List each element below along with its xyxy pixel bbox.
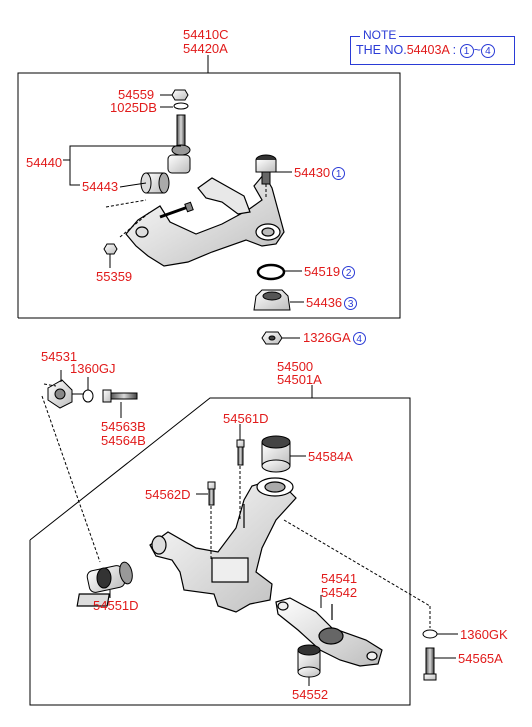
label-54561d: 54561D [223,411,269,426]
label-upper-assembly-top: 54410C [183,27,229,42]
bolt-54563b [102,389,138,403]
note-to-circle: 4 [480,43,495,58]
upper-arm-frame [17,55,401,319]
lower-control-arm [76,477,297,613]
bolt-54562d [196,481,216,560]
label-54562d: 54562D [145,487,191,502]
ref-circle-4: 4 [352,332,366,346]
upper-control-arm [125,172,285,267]
note-sep: : [452,43,457,57]
note-box [350,36,515,65]
note-prefix: THE NO. [356,43,407,57]
label-54542: 54542 [321,585,358,600]
ref-circle-2: 2 [342,266,356,280]
bushing-54443 [140,154,191,194]
label-54541: 54541 [321,571,358,586]
knuckle-54541 [275,597,383,667]
ref-circle-1: 1 [332,167,346,181]
label-55359: 55359 [96,269,133,284]
label-54552: 54552 [292,687,329,702]
label-54563b: 54563B [101,419,146,434]
label-1025db: 1025DB [110,100,157,115]
bolt-54561d [236,424,245,520]
label-upper-assembly-bottom: 54420A [183,41,228,56]
upper-bolt-stack [160,89,191,156]
ball-joint-54430 [255,154,292,198]
note-part: 54403A [406,43,450,57]
dust-cover-54436 [253,289,304,311]
upper-small-bolt [159,201,194,219]
label-54440: 54440 [26,155,63,170]
ref-circle-3: 3 [344,297,358,311]
nut-1326ga [261,331,300,345]
label-54559: 54559 [118,87,155,102]
callout-54440 [63,145,181,238]
label-54584a: 54584A [308,449,353,464]
note-tilde: ~ [473,43,481,57]
bushing-54552 [297,644,321,686]
lower-arm-frame [29,385,411,706]
label-54531: 54531 [41,349,78,364]
bolt-54565a [423,647,456,681]
bushing-54551d [86,561,133,598]
label-1360gk: 1360GK [460,627,508,642]
label-54551d: 54551D [93,598,139,613]
label-lower-assembly-bottom: 54501A [277,372,322,387]
note-text: THE NO.54403A : 1~4 [356,43,495,58]
label-54443: 54443 [82,179,119,194]
label-54564b: 54564B [101,433,146,448]
guide-54551d [41,383,101,563]
bushing-54584a [261,435,306,473]
leader-lines [60,370,322,608]
label-54565a: 54565A [458,651,503,666]
label-lower-assembly-top: 54500 [277,359,314,374]
bracket-54531 [47,379,94,409]
label-1360gj: 1360GJ [70,361,116,376]
note-from-circle: 1 [459,43,474,58]
note-title: NOTE [360,28,400,42]
nut-55359 [103,243,118,268]
washer-1360gk [283,519,458,639]
snap-ring-54519 [256,263,302,281]
